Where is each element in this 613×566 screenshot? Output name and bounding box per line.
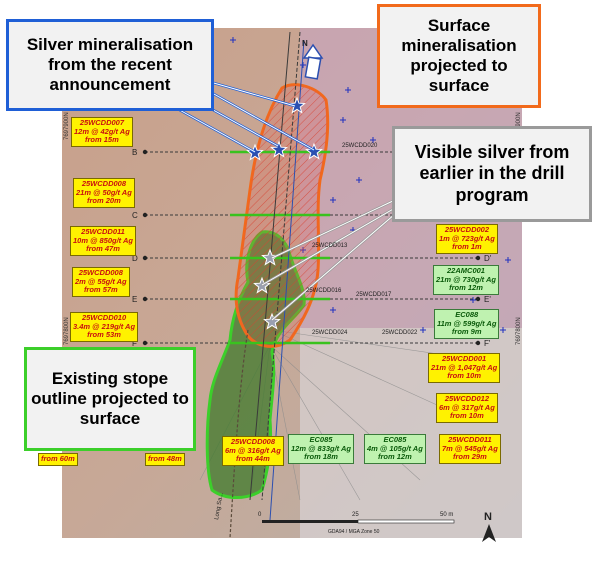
scale-bar: 0 25 50 m GDA94 / MGA Zone 50 — [258, 512, 455, 535]
hole-id-labels: 25WCDD020 25WCDD013 25WCDD016 25WCDD017 … — [306, 143, 418, 336]
grid-north-letter: N — [302, 39, 308, 48]
section-end-marker — [142, 340, 148, 346]
hole-label: 25WCDD022 — [382, 330, 418, 336]
callout-text: Existing stope outline projected to surf… — [31, 368, 189, 429]
silver-star-icon — [263, 312, 281, 330]
intercept-label-partial: from 48m — [145, 453, 185, 466]
section-letter: D — [132, 254, 138, 263]
coord-label: 7697900N — [64, 112, 70, 140]
section-end-marker — [142, 212, 148, 218]
silver-star-icon — [253, 276, 271, 294]
section-letter-prime: D' — [484, 254, 492, 263]
silver-star-icon — [305, 142, 323, 160]
road — [229, 329, 249, 539]
callout-silver-mineralisation: Silver mineralisation from the recent an… — [6, 19, 214, 111]
hole-label: 25WCDD024 — [312, 330, 348, 336]
section-letter: C — [132, 211, 138, 220]
section-letter: F — [132, 339, 137, 348]
section-letter: E — [132, 295, 137, 304]
silver-intercept-stars — [246, 96, 323, 330]
scale-caption: GDA94 / MGA Zone 50 — [328, 529, 380, 535]
section-letter-prime: E' — [484, 295, 491, 304]
scale-tick: 0 — [258, 512, 262, 518]
section-letter: B — [132, 148, 137, 157]
callout-text: Surface mineralisation projected to surf… — [401, 15, 517, 96]
hole-label: 25WCDD020 — [342, 143, 378, 149]
intercept-label-partial: from 60m — [38, 453, 78, 466]
callout-stope-outline: Existing stope outline projected to surf… — [24, 347, 196, 451]
section-end-marker — [142, 255, 148, 261]
coord-label: 7697800N — [516, 317, 522, 345]
section-letter-prime: F' — [484, 339, 491, 348]
scale-tick: 50 m — [440, 512, 453, 518]
north-arrow-icon: N — [482, 511, 496, 542]
section-end-marker — [142, 296, 148, 302]
callout-visible-silver: Visible silver from earlier in the drill… — [392, 126, 592, 222]
section-end-marker — [142, 149, 148, 155]
section-end-marker — [475, 255, 481, 261]
callout-surface-mineralisation: Surface mineralisation projected to surf… — [377, 4, 541, 108]
road-label: Long Sa... — [214, 492, 225, 520]
silver-star-icon — [288, 96, 306, 114]
hole-label: 25WCDD017 — [356, 292, 392, 298]
scale-tick: 25 — [352, 512, 359, 518]
section-end-marker — [475, 296, 481, 302]
callout-text: Visible silver from earlier in the drill… — [414, 142, 570, 205]
section-end-marker — [475, 340, 481, 346]
hole-label: 25WCDD016 — [306, 288, 342, 294]
hole-label: 25WCDD013 — [312, 243, 348, 249]
silver-star-icon — [270, 140, 288, 158]
visible-leader-lines-inner — [261, 199, 396, 321]
silver-star-icon — [246, 143, 264, 161]
grid-north-arrow — [302, 43, 324, 80]
coord-label: 7697800N — [64, 317, 70, 345]
callout-text: Silver mineralisation from the recent an… — [26, 34, 194, 95]
north-letter: N — [484, 511, 492, 523]
